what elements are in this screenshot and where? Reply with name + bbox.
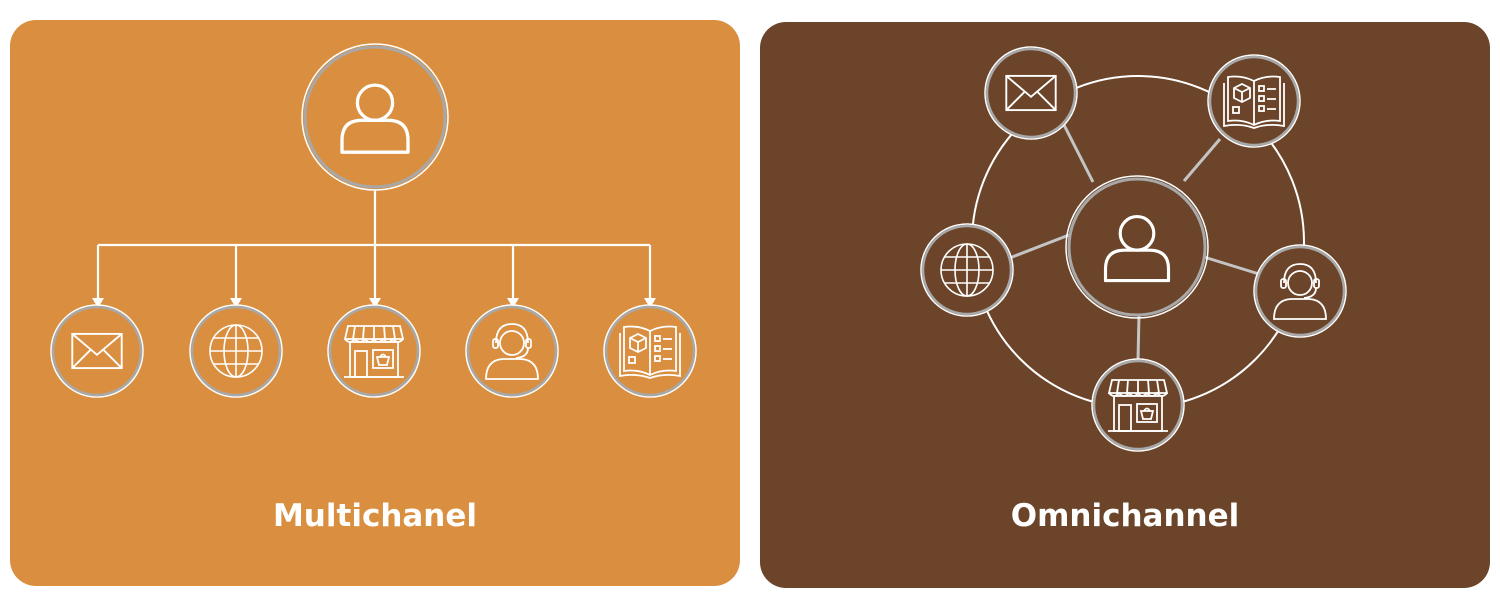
omnichannel-label: Omnichannel bbox=[1010, 498, 1240, 534]
multichannel-channel-support bbox=[465, 304, 559, 398]
multichannel-channel-web bbox=[189, 304, 283, 398]
multichannel-diagram bbox=[10, 20, 740, 586]
multichannel-label: Multichanel bbox=[272, 498, 478, 534]
omnichannel-spokes bbox=[1006, 118, 1260, 362]
omnichannel-panel: Omnichannel bbox=[760, 22, 1490, 588]
multichannel-channel-store bbox=[327, 304, 421, 398]
omnichannel-channel-web bbox=[920, 223, 1014, 317]
multichannel-arrowheads bbox=[92, 298, 656, 308]
omnichannel-hub bbox=[1065, 175, 1209, 319]
omnichannel-channel-email bbox=[984, 46, 1078, 140]
multichannel-channel-email bbox=[50, 304, 144, 398]
globe-icon bbox=[940, 243, 994, 297]
globe-icon bbox=[209, 324, 263, 378]
omnichannel-diagram bbox=[760, 22, 1490, 588]
multichannel-connectors bbox=[96, 190, 652, 300]
omnichannel-channel-catalog bbox=[1207, 54, 1301, 148]
multichannel-hub bbox=[301, 43, 449, 191]
omnichannel-background bbox=[760, 22, 1490, 588]
multichannel-channel-catalog bbox=[603, 304, 697, 398]
multichannel-panel: Multichanel bbox=[10, 20, 740, 586]
omnichannel-channel-store bbox=[1091, 358, 1185, 452]
omnichannel-channel-support bbox=[1253, 244, 1347, 338]
